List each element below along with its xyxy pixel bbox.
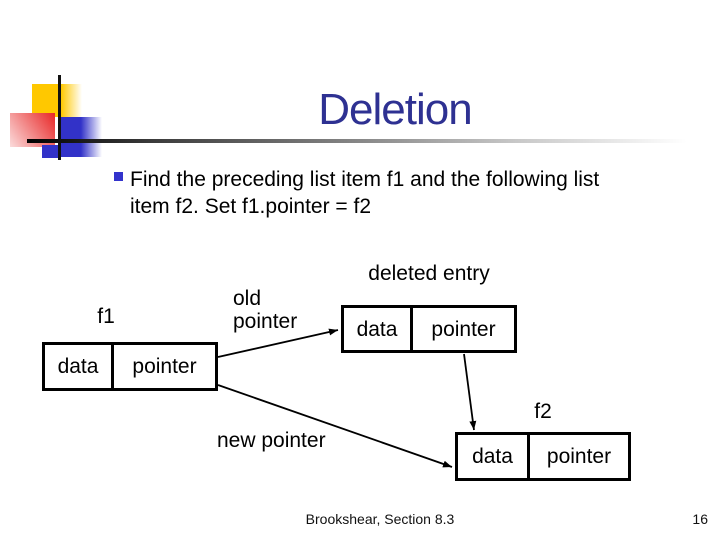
f1-pointer-cell: pointer	[132, 355, 197, 378]
bullet-text-line1: Find the preceding list item f1 and the …	[130, 168, 600, 191]
decoration-yellow-square	[32, 84, 82, 117]
page-number: 16	[692, 511, 708, 527]
page-title: Deletion	[318, 85, 472, 134]
f1-node-box: data pointer	[42, 342, 218, 391]
old-pointer-arrow	[217, 328, 339, 358]
new-pointer-arrow	[217, 384, 453, 468]
f2-node-box: data pointer	[455, 432, 631, 481]
old-pointer-label: old pointer	[233, 287, 298, 333]
f2-pointer-cell: pointer	[546, 445, 612, 468]
deleted-entry-data-cell: data	[344, 308, 413, 350]
f2-data-cell: data	[458, 435, 530, 478]
bullet-text-line2: item f2. Set f1.pointer = f2	[130, 195, 372, 218]
f2-label: f2	[534, 400, 552, 423]
deleted-entry-pointer-cell: pointer	[431, 317, 496, 341]
new-pointer-label: new pointer	[217, 429, 326, 452]
decoration-small-blue-square	[42, 145, 61, 158]
decoration-blue-square	[58, 117, 102, 157]
deleted-entry-label: deleted entry	[368, 262, 490, 285]
footer-citation: Brookshear, Section 8.3	[305, 511, 455, 527]
bullet-text: Find the preceding list item f1 and the …	[130, 166, 692, 220]
bullet-square-icon	[114, 172, 123, 181]
decoration-vertical-line	[58, 75, 61, 160]
f1-data-cell: data	[45, 345, 114, 388]
f1-label: f1	[97, 305, 115, 328]
deleted-entry-node-box: data pointer	[341, 305, 517, 353]
title-divider-rule	[27, 139, 707, 143]
